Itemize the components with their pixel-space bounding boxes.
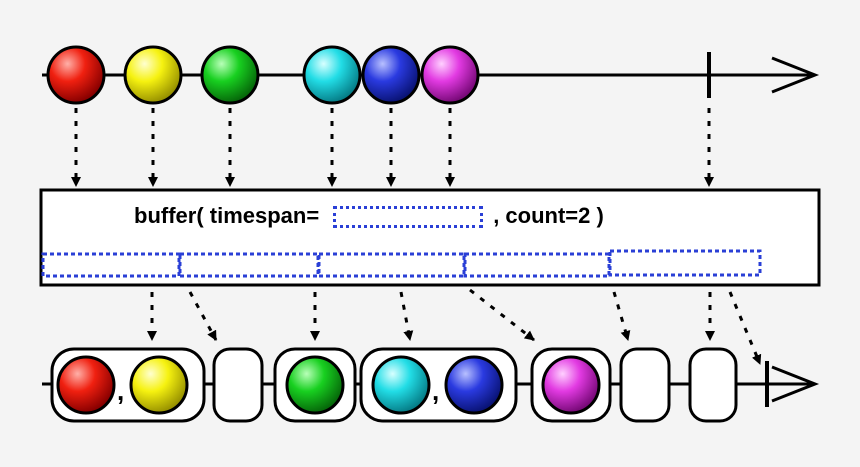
time-window [317, 252, 466, 278]
time-windows [41, 249, 762, 278]
output-arrow [188, 291, 218, 341]
operator-suffix: , count=2 ) [493, 203, 604, 228]
source-marble-cyan [302, 45, 362, 105]
output-buffer-empty [212, 347, 264, 423]
output-timeline-arrow-icon [771, 365, 820, 403]
operator-prefix: buffer( timespan= [134, 203, 320, 228]
source-marble-green [200, 45, 260, 105]
time-window [608, 249, 762, 277]
output-buffers [50, 347, 738, 423]
output-arrow [469, 288, 535, 342]
output-marble-blue [444, 355, 504, 415]
output-marble-magenta [541, 355, 601, 415]
source-marble-red [46, 45, 106, 105]
operator-label: buffer( timespan= , count=2 ) [134, 203, 604, 229]
timespan-slot [333, 206, 484, 229]
source-marble-magenta [420, 45, 480, 105]
output-marble-cyan [371, 355, 431, 415]
time-window [463, 252, 611, 278]
source-timeline-arrow-icon [771, 56, 820, 94]
output-marble-yellow [129, 355, 189, 415]
operator-box [39, 188, 821, 287]
output-buffer-empty [688, 347, 738, 423]
output-arrow [728, 291, 762, 365]
source-marbles [46, 45, 480, 105]
output-buffer-empty [619, 347, 671, 423]
buffer-separator: , [432, 376, 440, 406]
source-marble-yellow [123, 45, 183, 105]
source-marble-blue [361, 45, 421, 105]
buffer-separator: , [117, 376, 125, 406]
output-marble-red [56, 355, 116, 415]
output-arrows [147, 288, 762, 365]
output-arrow [612, 291, 631, 341]
input-arrows [71, 108, 714, 187]
output-arrow [399, 291, 414, 341]
output-marble-green [285, 355, 345, 415]
